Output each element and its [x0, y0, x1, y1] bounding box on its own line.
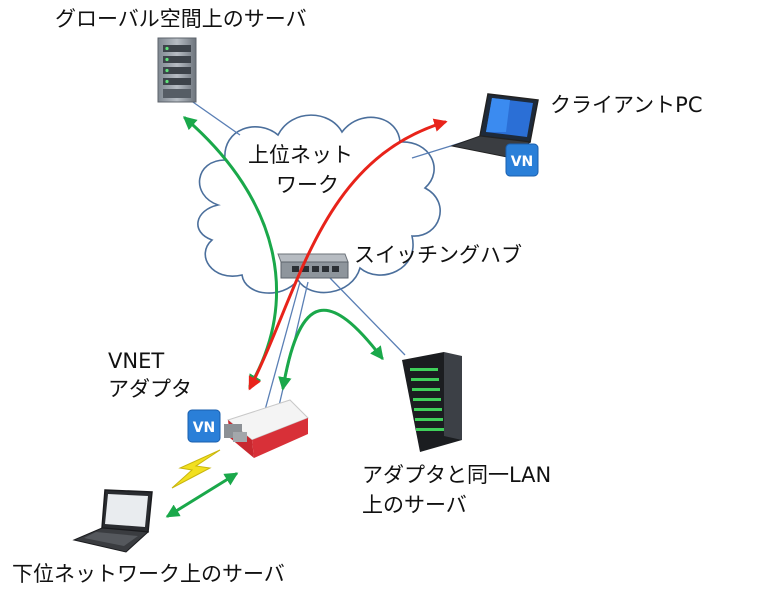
same-lan-server-label-line2: 上のサーバ: [362, 493, 467, 517]
vnet-adapter-label-line1: VNET: [108, 349, 165, 373]
traffic-arrows: [165, 116, 448, 518]
switching-hub-label: スイッチングハブ: [354, 243, 522, 267]
tower-server-icon: [402, 352, 462, 452]
vnet-badge-text: VN: [511, 154, 534, 170]
upper-network-label-line1: 上位ネット: [248, 143, 353, 167]
arrow-red-adapter-to-client: [248, 118, 448, 391]
arrow-green-adapter-to-same-lan-server: [278, 308, 384, 391]
network-switch-icon: [277, 253, 349, 279]
rack-server-icon: [157, 37, 197, 103]
global-server-label: グローバル空間上のサーバ: [55, 7, 307, 31]
laptop-icon: [72, 489, 153, 553]
vnet-adapter-label-line2: アダプタ: [108, 377, 192, 401]
vnet-app-icon: [187, 409, 221, 443]
vnet-app-icon: [505, 143, 539, 177]
vnet-badge-text: VN: [193, 420, 216, 436]
client-pc-label: クライアントPC: [550, 93, 703, 117]
arrow-green-adapter-to-lower-laptop: [165, 472, 239, 518]
same-lan-server-label-line1: アダプタと同一LAN: [362, 463, 552, 487]
lightning-bolt-icon: [171, 449, 221, 489]
laptop-icon: [450, 93, 539, 159]
lower-network-server-label: 下位ネットワーク上のサーバ: [12, 562, 285, 586]
upper-network-label-line2: ワーク: [276, 173, 339, 197]
raspberry-pi-case-icon: [224, 399, 309, 458]
